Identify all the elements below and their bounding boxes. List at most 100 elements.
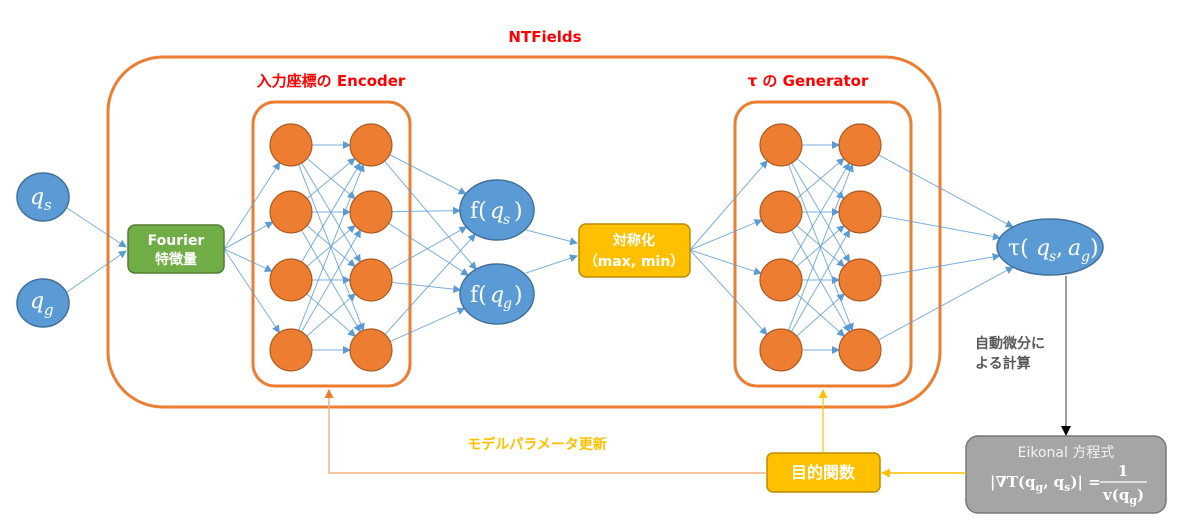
ntfields-container — [106, 55, 942, 409]
edge-gen2-tau — [878, 154, 1014, 228]
encoded-node-fqs: f( q s ) — [459, 179, 535, 241]
input-node-qg: q g — [16, 278, 70, 328]
tau-a-sub: s — [1049, 249, 1056, 265]
input-node-qs: q s — [16, 172, 70, 222]
edge-gen1-gen2 — [796, 225, 845, 267]
edge-sym-gen1 — [689, 249, 768, 336]
edge-sym-gen1 — [689, 160, 768, 251]
encoder-neuron — [349, 258, 393, 302]
generator-neuron — [838, 258, 882, 302]
encoder-box — [251, 100, 412, 388]
symmetrize-box: 対称化 （max, min） — [578, 223, 691, 278]
objective-box: 目的関数 — [766, 452, 881, 493]
edge-enc1-enc2 — [301, 162, 361, 263]
edge-gen2-tau — [878, 266, 1014, 341]
encoded-node-fqg: f( q g ) — [459, 263, 535, 325]
eikonal-title: Eikonal 方程式 — [1018, 445, 1115, 461]
edge-fourier-enc1 — [223, 221, 274, 250]
fourier-feature-box: Fourier 特徴量 — [127, 224, 225, 274]
edge-gen1-gen2 — [796, 157, 845, 199]
encoder-neuron — [349, 123, 393, 167]
edge-fourier-enc1 — [223, 248, 273, 272]
generator-label: τ の Generator — [748, 72, 869, 90]
eikonal-numerator: 1 — [1118, 462, 1128, 480]
edge-fqs-sym — [525, 229, 578, 246]
edge-fourier-enc1 — [223, 161, 281, 250]
edge-gen2-tau — [880, 215, 1001, 241]
edge-sym-gen1 — [689, 249, 763, 276]
edge-enc2-f — [384, 160, 477, 271]
update-encoder-arrow — [324, 389, 767, 474]
edge-enc2-f — [391, 281, 462, 294]
edge-qg-fourier — [66, 250, 127, 293]
fqs-close: ) — [514, 199, 523, 224]
objective-label: 目的関数 — [791, 463, 856, 482]
symmetrize-line1: 対称化 — [612, 232, 655, 249]
generator-neuron — [838, 190, 882, 234]
network-edges — [66, 141, 1014, 354]
fqg-base: q — [490, 283, 504, 308]
generator-neuron — [759, 123, 803, 167]
edge-sym-gen1 — [689, 219, 763, 251]
edge-gen2-tau — [880, 253, 1001, 277]
input-qs-sub: s — [44, 196, 52, 214]
edge-enc1-enc2 — [301, 229, 361, 333]
edge-enc2-f — [389, 307, 466, 342]
edge-gen1-gen2 — [790, 229, 851, 333]
autodiff-line1: 自動微分に — [975, 335, 1045, 352]
fqg-fn: f( — [470, 283, 487, 308]
generator-neuron — [759, 328, 803, 372]
fourier-line2: 特徴量 — [155, 251, 197, 268]
encoder-neuron — [269, 190, 313, 234]
fqg-sub: g — [503, 296, 512, 312]
edge-fqg-sym — [525, 254, 578, 274]
tau-b: a — [1068, 236, 1081, 261]
tau-b-sub: g — [1081, 249, 1090, 265]
edge-enc2-f — [389, 226, 468, 271]
ntfields-title: NTFields — [508, 28, 581, 46]
network-neurons — [269, 123, 882, 372]
edge-fourier-enc1 — [223, 248, 280, 334]
edge-enc1-enc2 — [306, 224, 356, 267]
edge-enc1-enc2 — [298, 163, 365, 331]
update-label: モデルパラメータ更新 — [467, 436, 607, 453]
tau-fn: τ( — [1008, 236, 1029, 261]
edge-gen1-gen2 — [791, 162, 850, 263]
edge-enc2-f — [391, 206, 462, 215]
encoder-neuron — [269, 123, 313, 167]
generator-neuron — [838, 328, 882, 372]
edge-enc1-enc2 — [306, 157, 356, 199]
fqs-sub: s — [503, 212, 510, 228]
encoder-neuron — [269, 328, 313, 372]
edge-enc2-f — [384, 233, 476, 335]
edge-gen1-gen2 — [788, 163, 854, 331]
fqg-close: ) — [514, 283, 523, 308]
output-node-tau: τ( q s , a g ) — [996, 218, 1104, 276]
input-qg-sub: g — [44, 301, 54, 319]
input-qg-base: q — [30, 289, 44, 314]
fqs-base: q — [490, 199, 504, 224]
eikonal-box: Eikonal 方程式 |∇T(qg, qs)| = 1 v(qg) — [965, 435, 1167, 514]
edge-gen1-gen2 — [796, 293, 846, 337]
autodiff-line2: よる計算 — [975, 355, 1031, 372]
generator-neuron — [838, 123, 882, 167]
tau-sep: , — [1056, 236, 1063, 261]
encoder-label: 入力座標の Encoder — [257, 72, 406, 90]
eikonal-lhs: |∇T(qg, qs)| = — [990, 473, 1101, 494]
edge-enc1-enc2 — [306, 293, 356, 337]
generator-neuron — [759, 190, 803, 234]
tau-close: ) — [1090, 236, 1099, 261]
encoder-neuron — [269, 258, 313, 302]
fourier-line1: Fourier — [148, 233, 205, 249]
encoder-neuron — [349, 328, 393, 372]
input-qs-base: q — [30, 185, 44, 210]
edge-enc2-f — [389, 154, 467, 195]
symmetrize-line2: （max, min） — [584, 254, 685, 270]
edge-enc2-f — [388, 223, 469, 276]
generator-neuron — [759, 258, 803, 302]
encoder-neuron — [349, 190, 393, 234]
fqs-fn: f( — [470, 199, 487, 224]
generator-box — [733, 100, 913, 388]
tau-a: q — [1036, 236, 1050, 261]
